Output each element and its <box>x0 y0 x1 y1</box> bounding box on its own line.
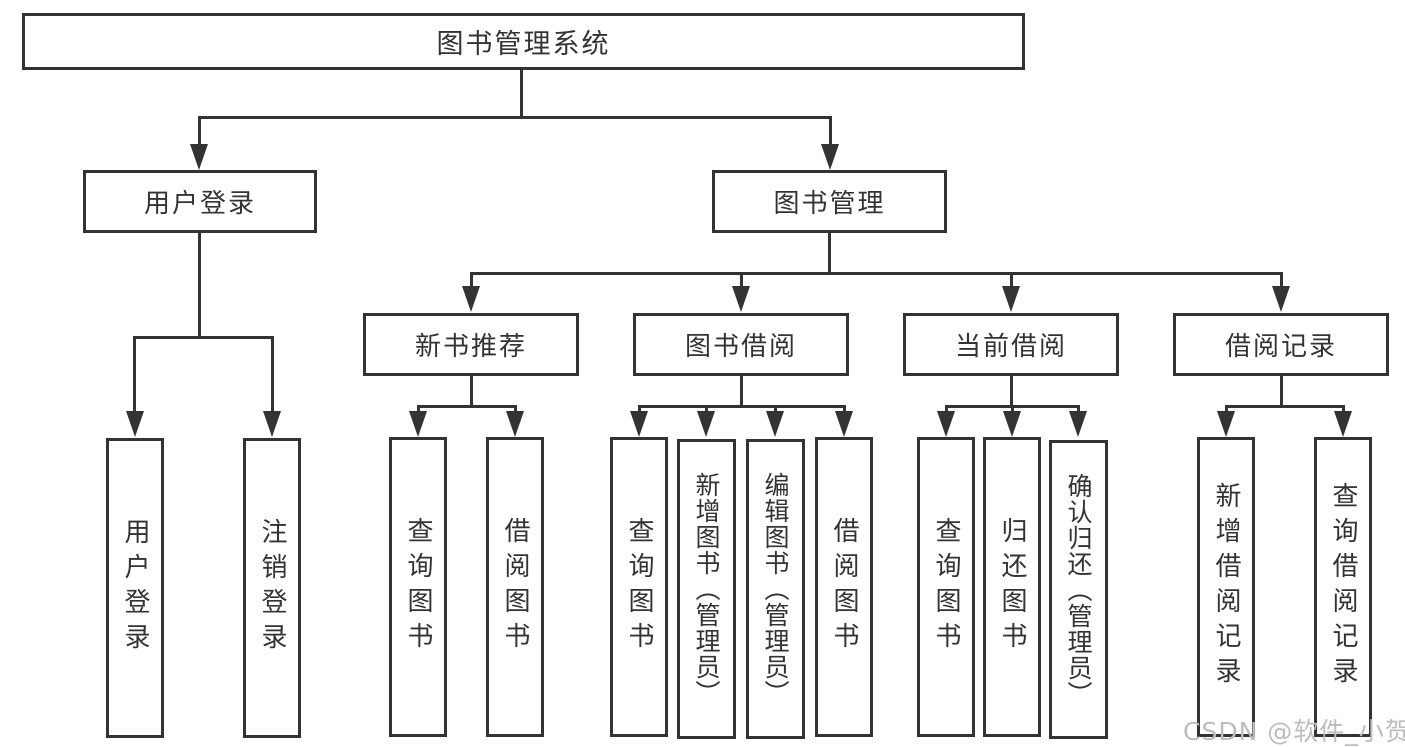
node-new-book-recommend-label: 新书推荐 <box>414 332 527 362</box>
arrow-down-icon <box>821 144 839 170</box>
node-leaf-borrow-books-2: 借阅图书 <box>815 437 873 737</box>
connector-to-new-book-recommend <box>470 272 473 290</box>
connector-borrowing-records-stem <box>1280 376 1283 408</box>
connector-root-stem <box>520 68 523 118</box>
connector-leaf-stem <box>843 405 846 415</box>
arrow-down-icon <box>630 411 648 437</box>
node-user-login-label: 用户登录 <box>143 189 256 219</box>
connector-to-book-management <box>829 116 832 148</box>
arrow-down-icon <box>835 411 853 437</box>
connector-leaf-stem <box>1077 405 1080 415</box>
leaf-label: 查询图书 <box>931 517 961 657</box>
connector-new-book-recommend-rail <box>417 405 517 408</box>
connector-leaf-stem <box>705 405 708 415</box>
leaf-label: 确认归还（管理员） <box>1064 472 1093 707</box>
node-new-book-recommend: 新书推荐 <box>363 313 579 376</box>
arrow-down-icon <box>409 411 427 437</box>
node-leaf-query-books-2: 查询图书 <box>610 437 668 737</box>
arrow-down-icon <box>937 411 955 437</box>
connector-leaf-stem <box>638 405 641 415</box>
leaf-label: 借阅图书 <box>500 517 530 657</box>
node-leaf-add-books-admin: 新增图书（管理员） <box>677 439 736 739</box>
node-leaf-query-borrow-record: 查询借阅记录 <box>1314 437 1372 737</box>
arrow-down-icon <box>697 411 715 437</box>
connector-to-borrowing-records <box>1280 272 1283 290</box>
connector-borrowing-records-rail <box>1225 405 1345 408</box>
node-leaf-add-borrow-record: 新增借阅记录 <box>1197 437 1255 737</box>
arrow-down-icon <box>462 286 480 312</box>
leaf-label: 编辑图书（管理员） <box>761 472 790 706</box>
arrow-down-icon <box>766 411 784 437</box>
arrow-down-icon <box>1272 286 1290 312</box>
connector-leaf-stem <box>1011 405 1014 415</box>
connector-leaf-stem <box>417 405 420 415</box>
leaf-label: 用户登录 <box>120 518 150 658</box>
connector-book-borrowing-rail <box>638 405 846 408</box>
connector-to-book-borrowing <box>740 272 743 290</box>
connector-leaf-stem <box>514 405 517 415</box>
connector-user-login-stem <box>198 232 201 339</box>
node-leaf-user-login: 用户登录 <box>106 438 164 738</box>
connector-leaf-stem <box>945 405 948 415</box>
arrow-down-icon <box>732 286 750 312</box>
csdn-watermark: CSDN @软件_小贺同学 <box>1183 717 1405 746</box>
connector-leaf-stem <box>774 405 777 415</box>
arrow-down-icon <box>1003 411 1021 437</box>
leaf-label: 新增借阅记录 <box>1211 482 1241 692</box>
node-leaf-edit-books-admin: 编辑图书（管理员） <box>746 439 805 739</box>
node-book-borrowing-label: 图书借阅 <box>684 332 797 362</box>
node-leaf-borrow-books-1: 借阅图书 <box>486 437 544 737</box>
connector-to-leaf-logout <box>271 336 274 416</box>
arrow-down-icon <box>263 411 281 437</box>
connector-to-leaf-login <box>133 336 136 416</box>
node-borrowing-records: 借阅记录 <box>1173 313 1389 376</box>
connector-new-book-recommend-stem <box>470 376 473 408</box>
arrow-down-icon <box>1217 411 1235 437</box>
leaf-label: 新增图书（管理员） <box>692 472 721 706</box>
connector-root-rail <box>198 116 832 119</box>
arrow-down-icon <box>126 411 144 437</box>
leaf-label: 查询借阅记录 <box>1328 482 1358 692</box>
node-book-management-label: 图书管理 <box>773 189 886 219</box>
node-book-management: 图书管理 <box>712 170 947 233</box>
node-leaf-confirm-return-admin: 确认归还（管理员） <box>1049 440 1108 739</box>
connector-current-borrowing-stem <box>1010 376 1013 408</box>
connector-user-login-rail <box>133 336 274 339</box>
leaf-label: 查询图书 <box>624 517 654 657</box>
node-root-label: 图书管理系统 <box>436 29 611 60</box>
arrow-down-icon <box>190 144 208 170</box>
node-user-login: 用户登录 <box>83 170 317 233</box>
node-leaf-query-books-3: 查询图书 <box>917 437 975 737</box>
node-leaf-logout: 注销登录 <box>243 438 301 738</box>
arrow-down-icon <box>1334 411 1352 437</box>
connector-book-management-stem <box>828 233 831 275</box>
node-leaf-return-books: 归还图书 <box>983 437 1041 737</box>
arrow-down-icon <box>1002 286 1020 312</box>
connector-leaf-stem <box>1225 405 1228 415</box>
node-book-borrowing: 图书借阅 <box>633 313 849 376</box>
leaf-label: 查询图书 <box>403 517 433 657</box>
node-current-borrowing: 当前借阅 <box>903 313 1119 376</box>
node-leaf-query-books-1: 查询图书 <box>389 437 447 737</box>
connector-to-user-login <box>198 116 201 148</box>
arrow-down-icon <box>506 411 524 437</box>
arrow-down-icon <box>1069 411 1087 437</box>
leaf-label: 归还图书 <box>997 517 1027 657</box>
node-borrowing-records-label: 借阅记录 <box>1224 332 1337 362</box>
connector-to-current-borrowing <box>1010 272 1013 290</box>
node-current-borrowing-label: 当前借阅 <box>954 332 1067 362</box>
connector-leaf-stem <box>1342 405 1345 415</box>
leaf-label: 借阅图书 <box>829 517 859 657</box>
node-root: 图书管理系统 <box>22 13 1025 70</box>
connector-book-borrowing-stem <box>740 376 743 408</box>
connector-book-management-rail <box>470 272 1283 275</box>
leaf-label: 注销登录 <box>257 518 287 658</box>
